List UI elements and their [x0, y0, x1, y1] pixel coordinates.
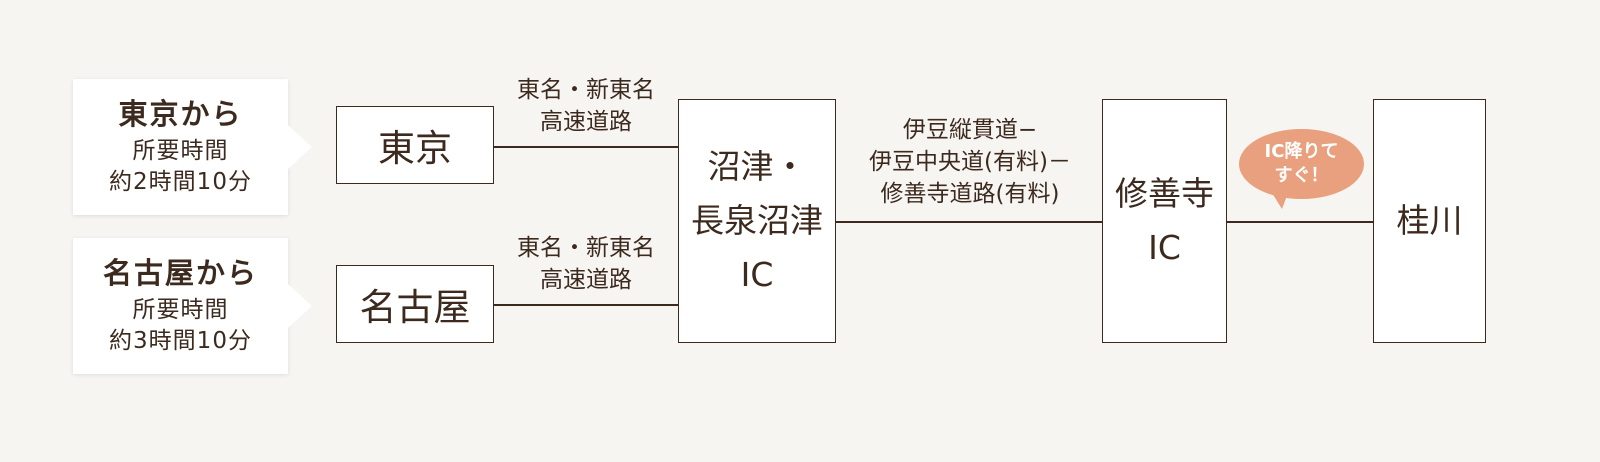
connector-shuzenji-katsuragawa	[1227, 221, 1373, 223]
connector-tokyo-numazu	[494, 146, 678, 148]
node-nagoya-label: 名古屋	[359, 286, 471, 329]
callout-title: 名古屋から	[102, 256, 258, 290]
callout-title: 東京から	[118, 97, 243, 131]
speech-bubble-tail	[1272, 193, 1288, 209]
route-label-tomei-bottom: 東名・新東名 高速道路	[494, 232, 678, 296]
route-label-line: 高速道路	[540, 267, 632, 293]
travel-time-value: 約3時間10分	[109, 328, 252, 354]
connector-numazu-shuzenji	[836, 221, 1102, 223]
node-tokyo-label: 東京	[378, 127, 452, 170]
travel-time-label: 所要時間	[132, 297, 229, 323]
node-numazu-line: 沼津・	[707, 147, 807, 186]
node-nagoya: 名古屋	[336, 265, 494, 343]
node-katsuragawa-label: 桂川	[1396, 201, 1463, 240]
travel-time-label: 所要時間	[132, 138, 229, 164]
callout-from-tokyo: 東京から 所要時間 約2時間10分	[73, 79, 288, 215]
node-numazu-line: 長泉沼津	[691, 201, 823, 240]
node-shuzenji-line: 修善寺	[1115, 174, 1214, 213]
node-shuzenji-line: IC	[1148, 228, 1181, 267]
route-label-tomei-top: 東名・新東名 高速道路	[494, 74, 678, 138]
node-shuzenji-ic: 修善寺 IC	[1102, 99, 1227, 343]
connector-nagoya-numazu	[494, 304, 678, 306]
route-label-line: 東名・新東名	[517, 77, 655, 103]
node-numazu-ic: 沼津・ 長泉沼津 IC	[678, 99, 836, 343]
node-katsuragawa: 桂川	[1373, 99, 1486, 343]
bubble-line: すぐ！	[1274, 165, 1329, 186]
speech-bubble: IC降りて すぐ！	[1239, 129, 1364, 199]
node-numazu-line: IC	[740, 255, 774, 294]
travel-time-value: 約2時間10分	[109, 169, 252, 195]
node-tokyo: 東京	[336, 106, 494, 184]
callout-from-nagoya: 名古屋から 所要時間 約3時間10分	[73, 238, 288, 374]
route-label-line: 東名・新東名	[517, 235, 655, 261]
route-label-line: 修善寺道路(有料)	[880, 181, 1060, 207]
route-label-izu: 伊豆縦貫道− 伊豆中央道(有料)－ 修善寺道路(有料)	[840, 114, 1100, 210]
route-label-line: 伊豆中央道(有料)－	[869, 149, 1071, 175]
route-label-line: 伊豆縦貫道−	[902, 117, 1038, 143]
bubble-line: IC降りて	[1264, 141, 1339, 162]
route-label-line: 高速道路	[540, 109, 632, 135]
